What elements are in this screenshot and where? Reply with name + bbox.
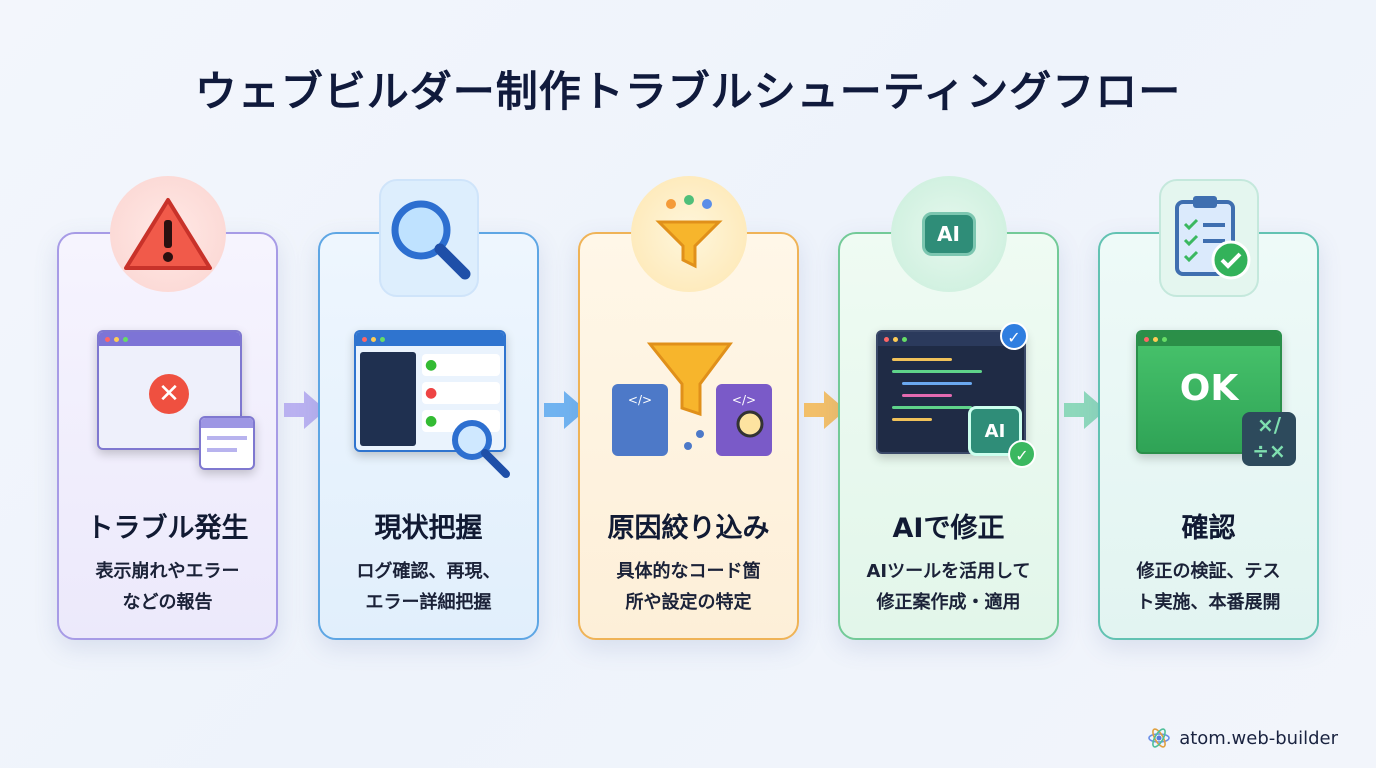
arrow-right-icon [1064, 391, 1106, 429]
clipboard-check-icon [1174, 196, 1250, 280]
ai-brain-badge: AI [890, 176, 1007, 292]
check-icon: ● [425, 413, 438, 429]
step-card-trouble: ✕ トラブル発生 表示崩れやエラーなどの報告 [57, 176, 278, 640]
funnel-icon [654, 195, 723, 269]
atom-logo-icon [1148, 728, 1170, 748]
step-card-verify: OK ×/÷× 確認 修正の検証、テスト実施、本番展開 [1098, 179, 1319, 640]
step-heading: 確認 [1181, 513, 1236, 544]
page-title: ウェブビルダー制作トラブルシューティングフロー [194, 67, 1182, 116]
svg-text:</>: </> [628, 393, 652, 407]
error-window-illustration: ✕ [97, 330, 242, 450]
warning-triangle-icon [123, 198, 212, 270]
step-heading: 現状把握 [374, 513, 483, 544]
step-heading: トラブル発生 [86, 513, 249, 544]
brand-footer: atom.web-builder [1147, 726, 1338, 750]
calculator-icon: ×/÷× [1242, 412, 1296, 466]
arrow-right-icon [544, 391, 586, 429]
popup-window-icon [199, 416, 255, 470]
step-card-narrow: </> </> 原因絞り込み 具体的なコード箇所や設定の特定 [578, 176, 799, 640]
ai-chip-icon: AI [921, 212, 976, 256]
step-description: 具体的なコード箇所や設定の特定 [616, 561, 761, 613]
svg-text:</>: </> [732, 393, 756, 407]
magnifier-icon [391, 200, 470, 280]
step-heading: AIで修正 [892, 513, 1005, 544]
step-card-ai-fix: AI ✓ AI ✓ AIで修正 AIツールを活用して修正案作成・適用 [838, 176, 1059, 640]
check-icon: ● [425, 357, 438, 373]
success-check-icon: ✓ [1008, 440, 1036, 468]
verified-check-icon: ✓ [1000, 322, 1028, 350]
error-x-icon: ✕ [149, 374, 189, 414]
arrow-right-icon [804, 391, 846, 429]
alert-icon: ● [425, 385, 438, 401]
step-description: AIツールを活用して修正案作成・適用 [866, 561, 1031, 613]
brand-name: atom.web-builder [1179, 727, 1338, 749]
arrow-right-icon [284, 391, 326, 429]
magnifier-small-icon [452, 420, 510, 478]
funnel-badge [630, 176, 747, 292]
warning-badge [109, 176, 226, 292]
step-card-assess: ● ● ● 現状把握 ログ確認、再現、エラー詳細把握 [318, 179, 539, 640]
funnel-code-illustration: </> </> [612, 342, 772, 456]
ok-label: OK [1179, 368, 1239, 409]
checklist-badge [1158, 179, 1259, 297]
step-heading: 原因絞り込み [607, 513, 770, 544]
step-description: ログ確認、再現、エラー詳細把握 [356, 561, 501, 613]
log-window-illustration: ● ● ● [354, 330, 506, 452]
step-description: 表示崩れやエラーなどの報告 [95, 561, 240, 613]
step-description: 修正の検証、テスト実施、本番展開 [1136, 561, 1281, 613]
search-badge [378, 179, 479, 297]
